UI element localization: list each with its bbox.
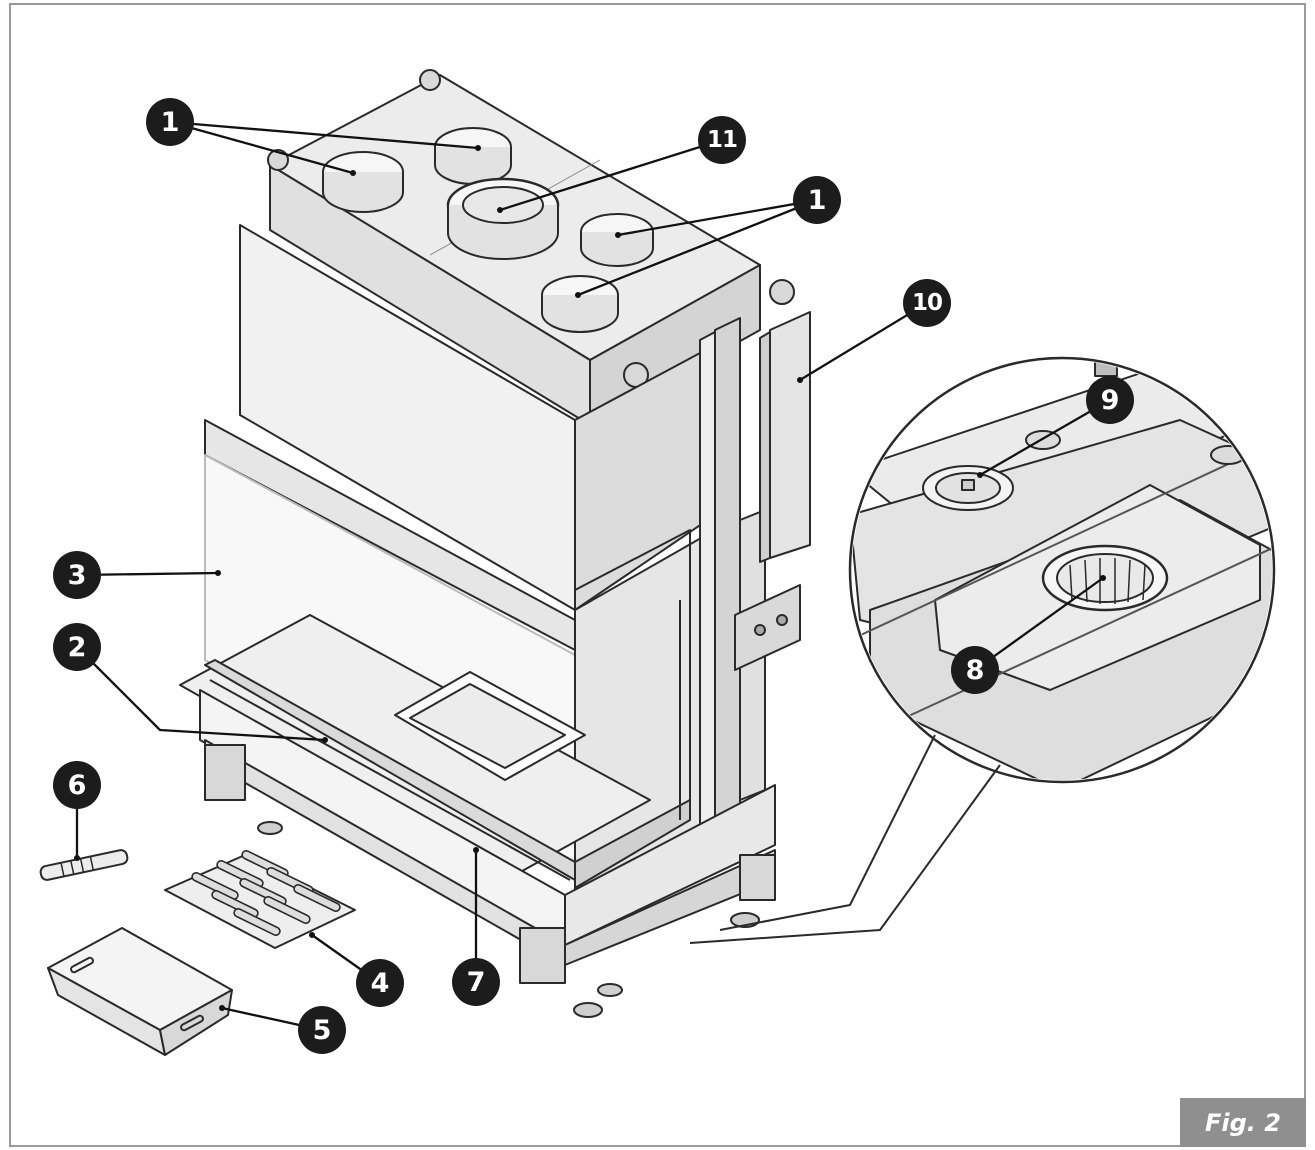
adjustable-feet bbox=[257, 821, 760, 1018]
door-frame bbox=[204, 529, 691, 889]
callout-9: 9 bbox=[1086, 376, 1134, 424]
pulleys bbox=[267, 69, 795, 388]
figure-frame bbox=[9, 3, 1306, 1147]
duct-collars bbox=[322, 127, 654, 333]
callout-5: 5 bbox=[298, 1006, 346, 1054]
callout-6: 6 bbox=[53, 761, 101, 809]
figure-label: Fig. 2 bbox=[1180, 1098, 1306, 1147]
callout-4: 4 bbox=[356, 959, 404, 1007]
side-bracket bbox=[734, 584, 801, 671]
leader-dots bbox=[74, 145, 1106, 1011]
damper-pull bbox=[39, 849, 129, 881]
grate bbox=[164, 849, 356, 949]
firebox-floor bbox=[179, 614, 651, 876]
callout-7: 7 bbox=[452, 958, 500, 1006]
callout-1-left: 1 bbox=[146, 98, 194, 146]
counterweight bbox=[759, 311, 811, 563]
callout-3: 3 bbox=[53, 551, 101, 599]
detail-magnifier bbox=[848, 356, 1276, 784]
callout-8: 8 bbox=[951, 646, 999, 694]
ash-pan bbox=[47, 927, 233, 1056]
callout-11: 11 bbox=[698, 116, 746, 164]
callout-10: 10 bbox=[903, 279, 951, 327]
callout-2: 2 bbox=[53, 623, 101, 671]
magnifier-lines bbox=[689, 734, 1001, 944]
leader-lines bbox=[75, 120, 1111, 1032]
callout-1-right: 1 bbox=[793, 176, 841, 224]
lift-column bbox=[699, 317, 766, 851]
